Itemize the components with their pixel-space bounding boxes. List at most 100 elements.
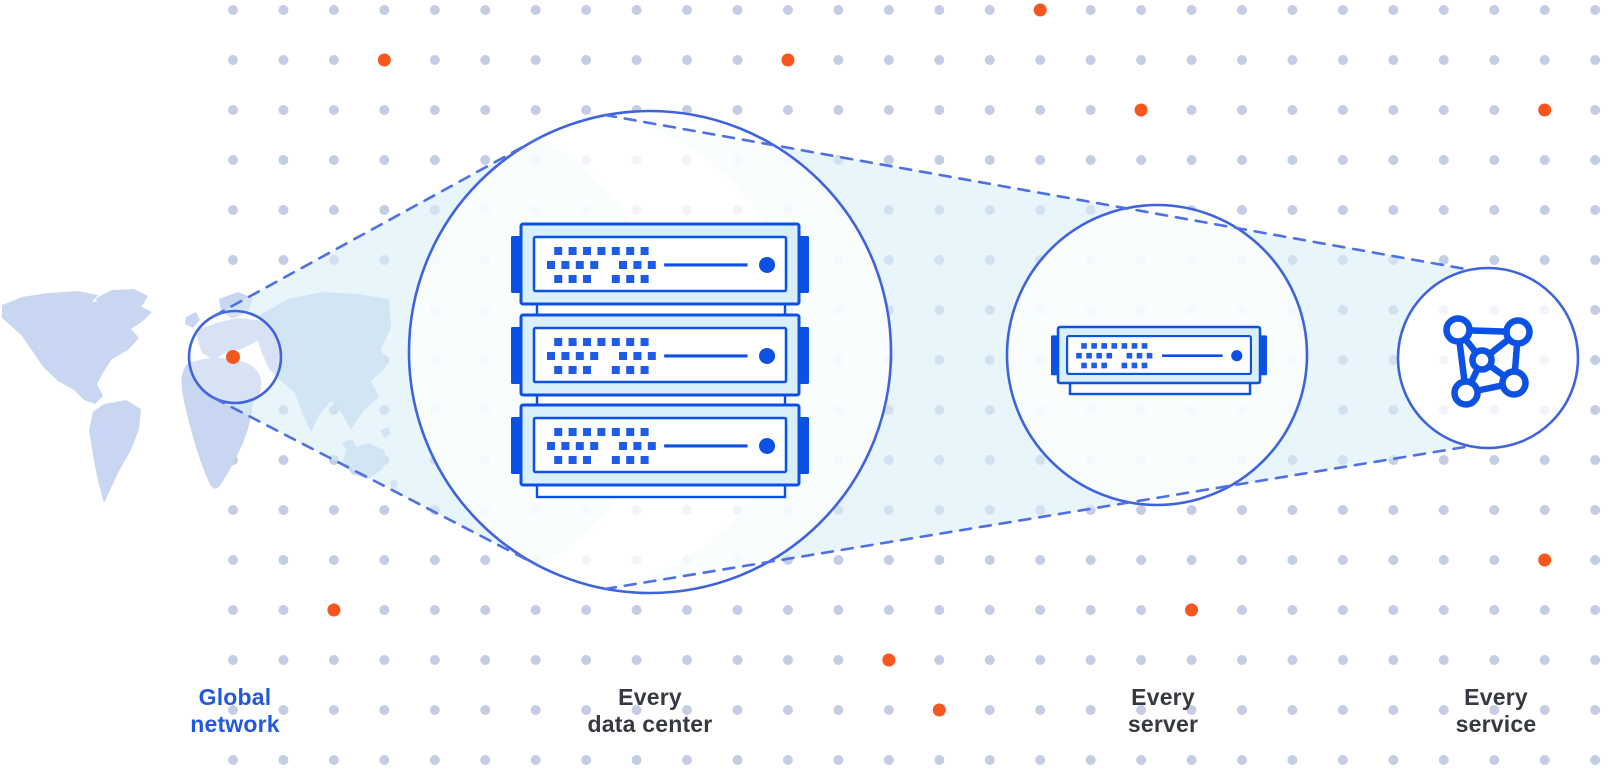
grid-dot — [1035, 155, 1046, 165]
vent-square — [1141, 343, 1148, 349]
server-face — [532, 235, 788, 293]
grid-dot — [1237, 205, 1247, 215]
server-unit-icon — [511, 403, 809, 487]
grid-dot — [1237, 5, 1247, 15]
grid-dot — [328, 655, 339, 665]
label-global-network-line1: Global — [198, 684, 272, 710]
accent-dot — [327, 603, 341, 617]
vent-square — [619, 352, 627, 360]
grid-dot — [1438, 605, 1449, 615]
zoom-dashed-line — [212, 136, 541, 318]
vent-square — [626, 456, 635, 464]
continent-shape — [185, 312, 200, 328]
vent-square — [1126, 352, 1133, 359]
server-unit-icon — [511, 313, 809, 397]
grid-dot — [1539, 705, 1550, 715]
grid-dot — [328, 105, 339, 115]
grid-dot — [228, 605, 238, 615]
vent-square — [1106, 352, 1113, 359]
grid-dot — [278, 5, 289, 15]
grid-dot — [1590, 655, 1601, 665]
grid-dot — [1388, 155, 1399, 165]
server-unit-icon — [1051, 325, 1267, 385]
vent-square — [611, 456, 620, 464]
server-led — [759, 437, 776, 454]
grid-dot — [228, 705, 238, 715]
accent-dot — [1538, 103, 1552, 117]
server-vent-matrix — [547, 247, 656, 283]
grid-dot — [278, 555, 289, 565]
grid-dot — [934, 555, 945, 565]
label-global-network: Global network — [190, 684, 280, 738]
server-led — [759, 347, 776, 364]
grid-dot — [1186, 105, 1197, 115]
mesh-node — [1503, 317, 1533, 347]
grid-dot — [1136, 655, 1147, 665]
grid-dot — [1136, 505, 1147, 515]
grid-dot — [1035, 605, 1046, 615]
grid-dot — [581, 105, 592, 115]
accent-dot — [1134, 103, 1148, 117]
server-side-tab — [799, 236, 809, 293]
server-vent-matrix — [1076, 343, 1153, 369]
continent-shape — [89, 400, 141, 503]
grid-dot — [1237, 105, 1247, 115]
grid-dot — [328, 205, 339, 215]
server-unit-icon — [511, 222, 809, 306]
grid-dot — [883, 105, 894, 115]
grid-dot — [1438, 105, 1449, 115]
grid-dot — [732, 5, 743, 15]
grid-dot — [328, 555, 339, 565]
grid-dot — [278, 455, 289, 465]
vent-square — [640, 275, 649, 283]
grid-dot — [1438, 705, 1449, 715]
vent-square — [583, 366, 591, 374]
grid-dot — [1489, 255, 1500, 265]
grid-dot — [1539, 505, 1550, 515]
grid-dot — [1489, 655, 1500, 665]
grid-dot — [682, 705, 693, 715]
grid-dot — [782, 655, 793, 665]
vent-square — [575, 352, 584, 360]
server-face — [532, 416, 788, 474]
grid-dot — [1085, 755, 1096, 765]
grid-dot — [1590, 755, 1601, 765]
grid-dot — [1136, 155, 1147, 165]
grid-dot — [328, 505, 339, 515]
grid-dot — [1590, 555, 1601, 565]
grid-dot — [1539, 455, 1550, 465]
grid-dot — [379, 5, 390, 15]
server-led — [759, 256, 776, 273]
grid-dot — [278, 605, 289, 615]
grid-dot — [833, 105, 844, 115]
grid-dot — [228, 655, 238, 665]
vent-square — [640, 247, 649, 255]
grid-dot — [480, 105, 491, 115]
grid-dot — [1438, 55, 1449, 65]
grid-dot — [833, 655, 844, 665]
grid-dot — [934, 155, 945, 165]
server-side-tab — [799, 327, 809, 384]
grid-dot — [631, 755, 642, 765]
grid-dot — [682, 755, 693, 765]
grid-dot — [480, 705, 491, 715]
grid-dot — [1539, 255, 1550, 265]
grid-dot — [480, 605, 491, 615]
label-every-service-line1: Every — [1464, 684, 1528, 710]
vent-square — [583, 428, 591, 436]
grid-dot — [1489, 555, 1500, 565]
server-side-tab — [799, 417, 809, 474]
vent-square — [583, 338, 591, 346]
vent-square — [554, 275, 563, 283]
grid-dot — [1590, 5, 1601, 15]
vent-square — [568, 275, 577, 283]
accent-dot — [781, 53, 795, 67]
grid-dot — [429, 5, 440, 15]
grid-dot — [429, 655, 440, 665]
grid-dot — [1438, 455, 1449, 465]
grid-dot — [984, 5, 995, 15]
vent-square — [1086, 352, 1092, 359]
grid-dot — [1287, 5, 1298, 15]
grid-dot — [1590, 355, 1601, 365]
vent-square — [647, 352, 656, 360]
